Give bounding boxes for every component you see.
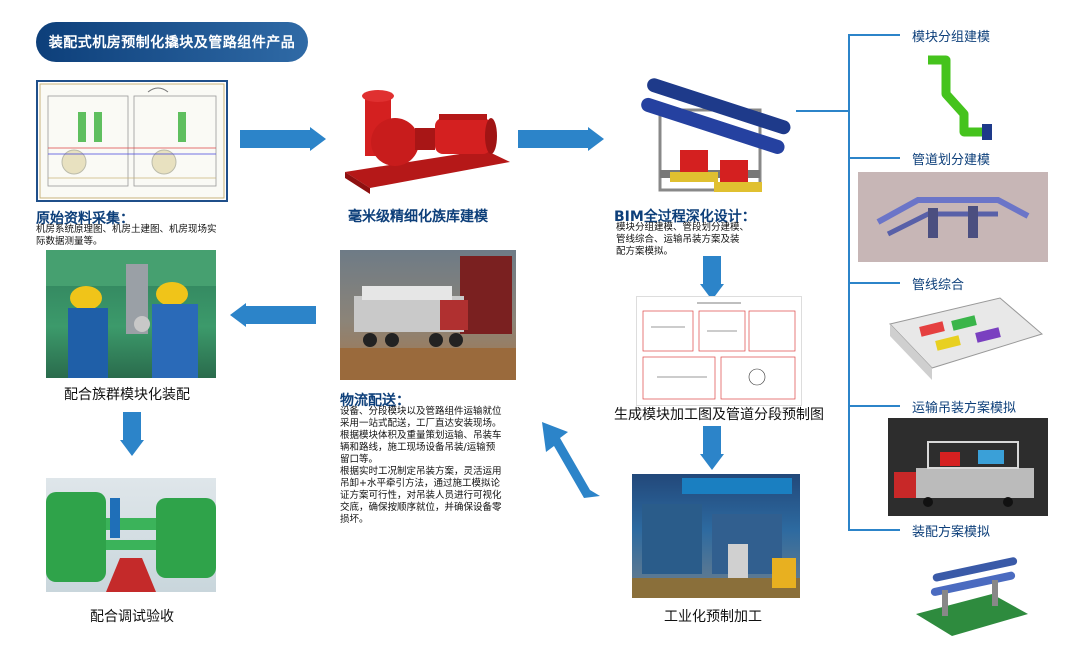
module-group-pipe-image bbox=[918, 52, 998, 142]
pump-model-image bbox=[335, 80, 515, 200]
logistics-line: 根据模块体积及重量策划运输、吊装车 bbox=[340, 430, 502, 441]
arrow-right-icon bbox=[518, 127, 604, 151]
arrow-down-icon bbox=[700, 256, 724, 300]
logistics-line: 吊卸+水平牵引方法，通过施工模拟论 bbox=[340, 478, 500, 489]
logistics-desc: 设备、分段模块以及管路组件运输就位 采用一站式配送，工厂直达安装现场。 根据模块… bbox=[340, 406, 530, 526]
logistics-line: 交底，确保按顺序就位，并确保设备零 bbox=[340, 502, 502, 513]
logistics-line: 证方案可行性，对吊装人员进行可视化 bbox=[340, 490, 502, 501]
bim-skid-image bbox=[630, 60, 800, 200]
raw-data-blueprint-image bbox=[36, 80, 228, 202]
drawing-title: 生成模块加工图及管道分段预制图 bbox=[614, 407, 824, 423]
assembly-title: 配合族群模块化装配 bbox=[64, 387, 190, 403]
arrow-down-icon bbox=[120, 412, 144, 456]
raw-data-desc: 机房系统原理图、机房土建图、机房现场实 际数据测量等。 bbox=[36, 224, 236, 248]
arrow-left-icon bbox=[230, 303, 316, 327]
arrow-up-left-icon bbox=[540, 418, 606, 498]
logistics-line: 设备、分段模块以及管路组件运输就位 bbox=[340, 406, 502, 417]
process-drawing-image bbox=[636, 296, 802, 406]
branch-tick bbox=[848, 405, 900, 407]
bim-desc-line1: 模块分组建模、管段划分建模、 bbox=[616, 222, 750, 233]
bim-title: BIM全过程深化设计： bbox=[614, 209, 756, 225]
raw-data-title: 原始资料采集： bbox=[36, 211, 134, 227]
transport-hoist-image bbox=[888, 418, 1048, 516]
logistics-line: 采用一站式配送，工厂直达安装现场。 bbox=[340, 418, 502, 429]
logistics-line: 根据实时工况制定吊装方案，灵活运用 bbox=[340, 466, 502, 477]
arrow-right-icon bbox=[240, 127, 326, 151]
assembly-workers-image bbox=[46, 250, 216, 378]
branch-tick bbox=[848, 529, 900, 531]
branch-label: 管线综合 bbox=[912, 278, 965, 293]
raw-data-desc-line1: 机房系统原理图、机房土建图、机房现场实 bbox=[36, 224, 217, 235]
page-title: 装配式机房预制化撬块及管路组件产品 bbox=[36, 22, 308, 62]
branch-label: 装配方案模拟 bbox=[912, 525, 991, 540]
page-title-text: 装配式机房预制化撬块及管路组件产品 bbox=[48, 35, 296, 51]
bim-desc-line2: 管线综合、运输吊装方案及装 bbox=[616, 234, 740, 245]
pipe-division-image bbox=[858, 172, 1048, 262]
assembly-simulation-image bbox=[912, 544, 1032, 636]
branch-label: 模块分组建模 bbox=[912, 30, 991, 45]
logistics-title: 物流配送： bbox=[340, 393, 410, 409]
bim-desc-line3: 配方案模拟。 bbox=[616, 246, 674, 257]
raw-data-desc-line2: 际数据测量等。 bbox=[36, 236, 103, 247]
arrow-down-icon bbox=[700, 426, 724, 470]
factory-title: 工业化预制加工 bbox=[664, 609, 762, 625]
commissioning-title: 配合调试验收 bbox=[90, 609, 174, 625]
commissioning-room-image bbox=[46, 478, 216, 592]
factory-image bbox=[632, 474, 800, 598]
branch-tick bbox=[848, 34, 900, 36]
branch-label: 运输吊装方案模拟 bbox=[912, 401, 1017, 416]
logistics-line: 留口等。 bbox=[340, 454, 379, 465]
pipeline-integration-image bbox=[880, 294, 1048, 386]
branch-label: 管道划分建模 bbox=[912, 153, 991, 168]
connector-line bbox=[796, 110, 848, 112]
modeling-title: 毫米级精细化族库建模 bbox=[348, 209, 488, 225]
branch-tick bbox=[848, 157, 900, 159]
branch-tick bbox=[848, 282, 900, 284]
logistics-truck-image bbox=[340, 250, 516, 380]
logistics-line: 辆和路线，施工现场设备吊装/运输预 bbox=[340, 442, 496, 453]
logistics-line: 损坏。 bbox=[340, 514, 369, 525]
bim-desc: 模块分组建模、管段划分建模、 管线综合、运输吊装方案及装 配方案模拟。 bbox=[616, 222, 796, 258]
